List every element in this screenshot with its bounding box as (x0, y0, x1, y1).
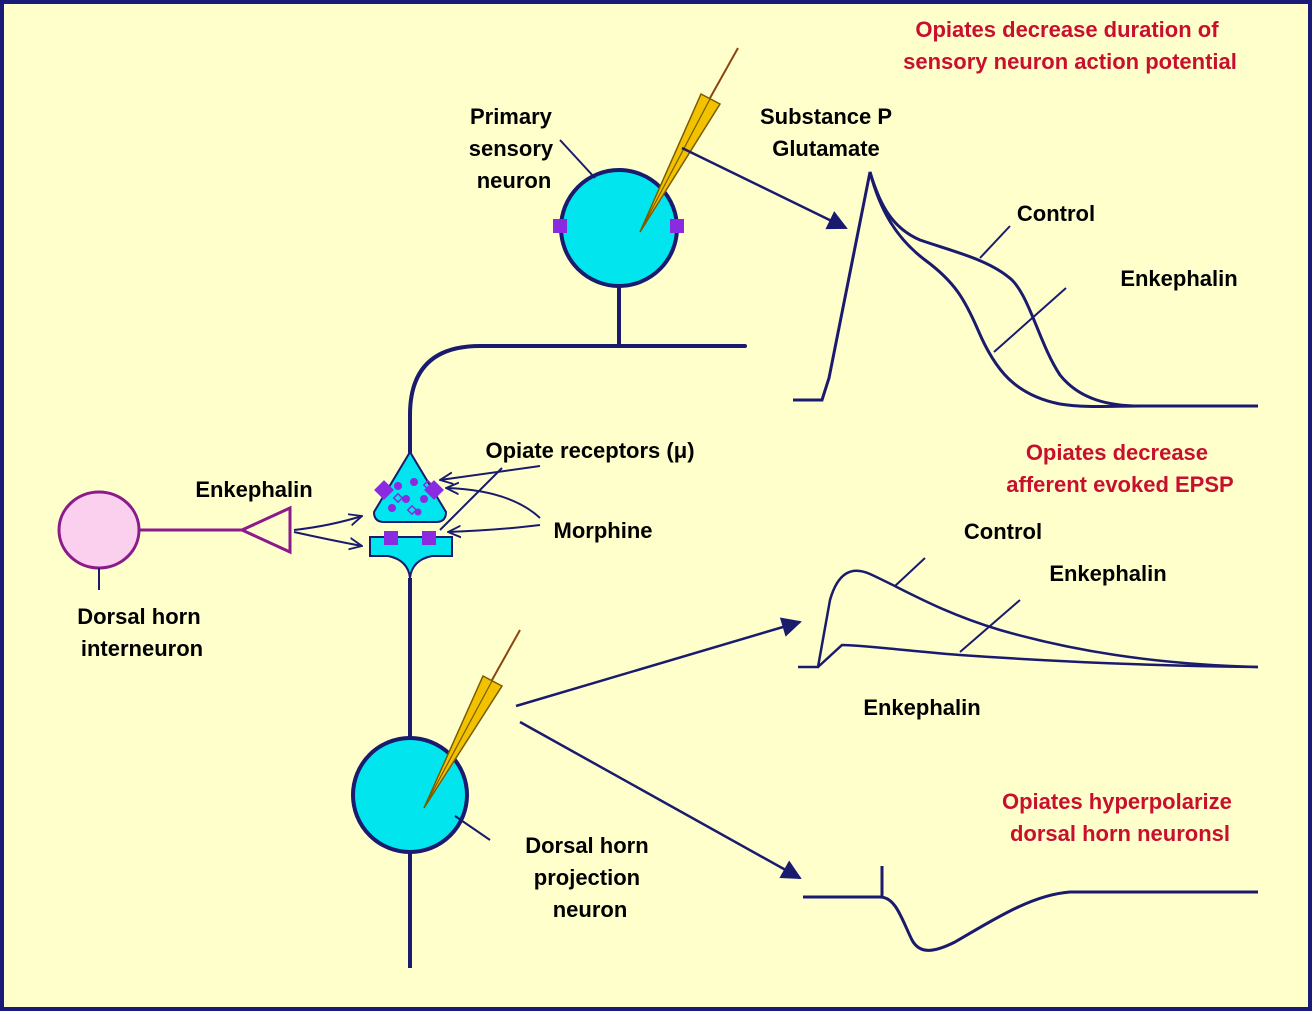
postsynaptic-membrane (369, 536, 453, 579)
primary-label-line3: neuron (477, 168, 552, 193)
primary-neuron-label-leader (559, 139, 596, 179)
postsynaptic-opiate-receptor-left (384, 531, 398, 545)
arrow-to-hyperpolarization (519, 720, 802, 880)
morphine-arrows (446, 488, 541, 532)
epsp-enkephalin-label-upper: Enkephalin (1049, 561, 1166, 586)
hyperpolarization-trace (803, 890, 1258, 952)
presynaptic-opiate-receptor-left (374, 480, 394, 500)
epsp-control-trace (798, 569, 1259, 669)
action-potential-panel-title: Opiates decrease duration of sensory neu… (903, 17, 1237, 74)
ap-enkephalin-leader (993, 287, 1067, 353)
dorsal-horn-projection-neuron-label: Dorsal horn projection neuron (525, 833, 655, 922)
epsp-control-label: Control (964, 519, 1042, 544)
hyper-title-line2: dorsal horn neuronsl (1010, 821, 1230, 846)
projection-label-line1: Dorsal horn (525, 833, 648, 858)
epsp-control-leader (894, 557, 926, 587)
opiate-receptor-pointers (440, 465, 541, 531)
soma-receptor-left (553, 219, 567, 233)
arrow-to-epsp (515, 617, 802, 708)
action-potential-control-trace (793, 171, 1258, 408)
ap-title-line2: sensory neuron action potential (903, 49, 1237, 74)
enkephalin-terminal (238, 505, 292, 555)
epsp-enkephalin-leader (959, 599, 1021, 653)
synaptic-vesicles (388, 478, 434, 516)
epsp-enkephalin-trace (817, 643, 1259, 669)
epsp-title-line2: afferent evoked EPSP (1006, 472, 1233, 497)
interneuron-label-line1: Dorsal horn (77, 604, 200, 629)
dorsal-horn-interneuron-label: Dorsal horn interneuron (77, 604, 207, 661)
morphine-label: Morphine (554, 518, 653, 543)
recording-electrode-primary (639, 47, 739, 233)
primary-label-line2: sensory (469, 136, 554, 161)
epsp-enkephalin-label-lower: Enkephalin (863, 695, 980, 720)
soma-receptor-right (670, 219, 684, 233)
epsp-title-line1: Opiates decrease (1026, 440, 1208, 465)
enkephalin-interneuron-label: Enkephalin (195, 477, 312, 502)
projection-label-line3: neuron (553, 897, 628, 922)
recording-electrode-projection (423, 629, 521, 809)
arrow-to-action-potential (681, 146, 848, 230)
ap-enkephalin-label: Enkephalin (1120, 266, 1237, 291)
ap-title-line1: Opiates decrease duration of (915, 17, 1219, 42)
primary-sensory-neuron-label: Primary sensory neuron (469, 104, 560, 193)
substance-p-label: Substance P (760, 104, 892, 129)
hyperpolarize-panel-title: Opiates hyperpolarize dorsal horn neuron… (1002, 789, 1238, 846)
glutamate-label: Glutamate (772, 136, 880, 161)
ap-control-label: Control (1017, 201, 1095, 226)
primary-label-line1: Primary (470, 104, 553, 129)
action-potential-enkephalin-trace (868, 171, 1141, 408)
hyper-title-line1: Opiates hyperpolarize (1002, 789, 1232, 814)
dorsal-horn-interneuron-soma (57, 490, 141, 570)
ap-control-leader (979, 225, 1011, 259)
projection-label-line2: projection (534, 865, 640, 890)
presynaptic-opiate-receptor-right (424, 480, 444, 500)
interneuron-label-line2: interneuron (81, 636, 203, 661)
postsynaptic-opiate-receptor-right (422, 531, 436, 545)
epsp-panel-title: Opiates decrease afferent evoked EPSP (1006, 440, 1233, 497)
opiate-receptors-label: Opiate receptors (μ) (485, 438, 694, 463)
projection-neuron-label-leader (454, 815, 491, 841)
primary-afferent-axon (408, 284, 747, 454)
dorsal-horn-projection-neuron-soma (351, 736, 469, 854)
enkephalin-release-arrows (293, 516, 362, 546)
